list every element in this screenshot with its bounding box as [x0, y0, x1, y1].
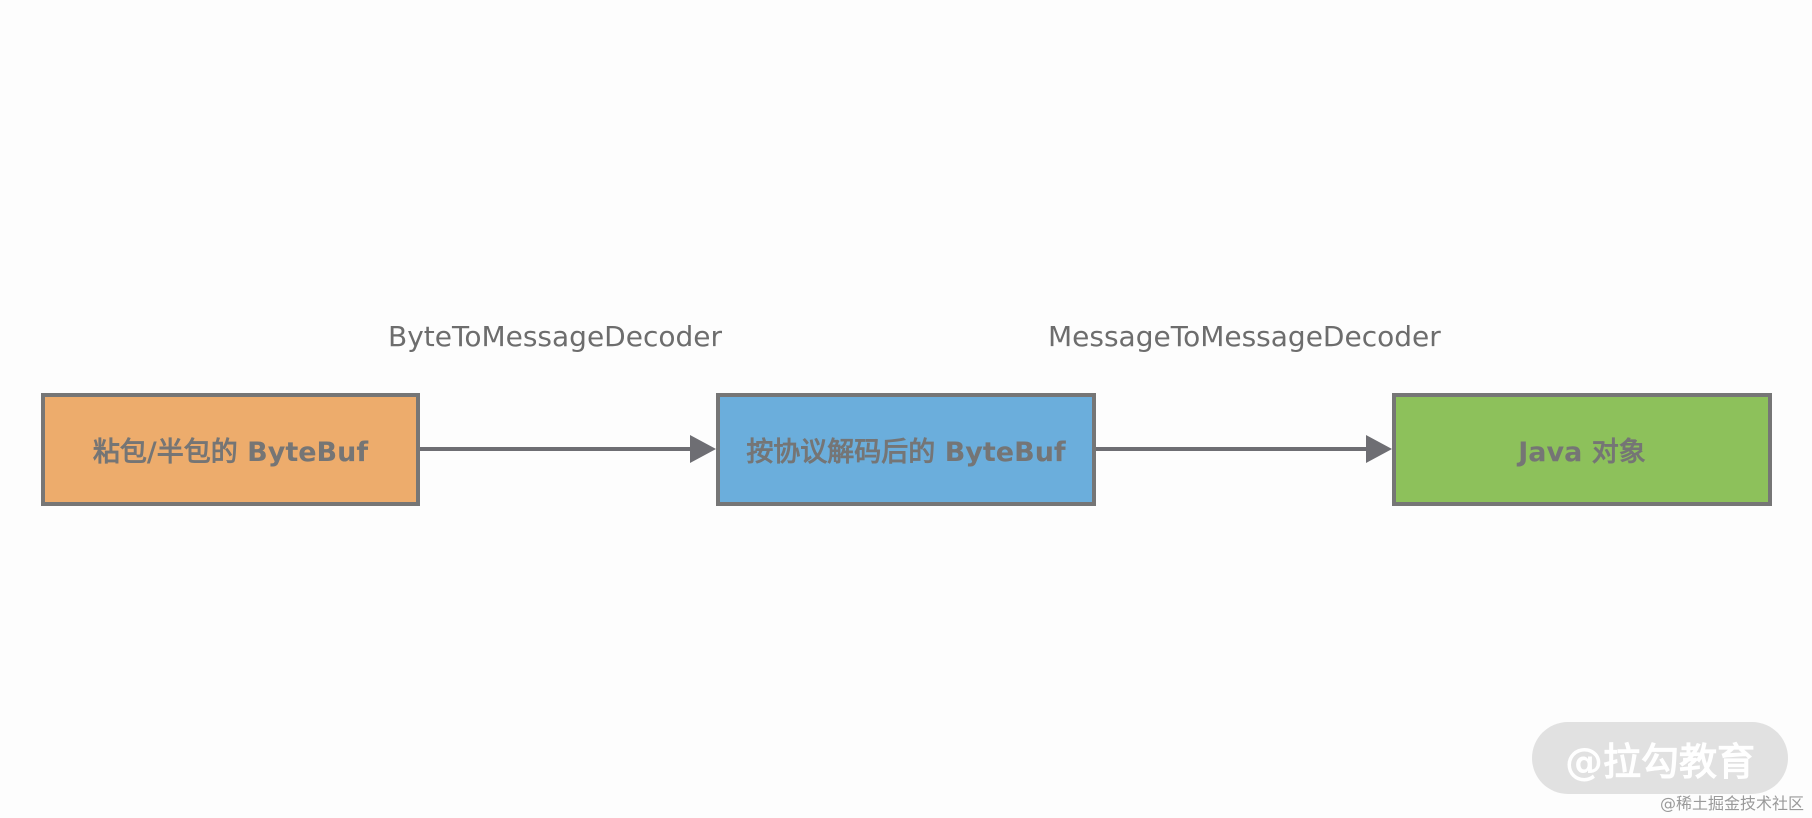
- edge-2-arrowhead: [1366, 435, 1392, 463]
- edge-1-arrowhead: [690, 435, 716, 463]
- node-label: 按协议解码后的 ByteBuf: [746, 437, 1066, 468]
- edge-label-message-to-message-decoder: MessageToMessageDecoder: [1048, 320, 1441, 353]
- node-sticky-half-packet-bytebuf: 粘包/半包的 ByteBuf: [41, 393, 420, 506]
- node-label: 粘包/半包的 ByteBuf: [92, 437, 369, 468]
- juejin-watermark: @稀土掘金技术社区: [1659, 794, 1804, 813]
- node-label: Java 对象: [1518, 437, 1646, 468]
- edge-label-byte-to-message-decoder: ByteToMessageDecoder: [388, 320, 723, 353]
- node-decoded-bytebuf: 按协议解码后的 ByteBuf: [716, 393, 1096, 506]
- node-java-object: Java 对象: [1392, 393, 1772, 506]
- lagou-watermark: @拉勾教育: [1532, 722, 1788, 794]
